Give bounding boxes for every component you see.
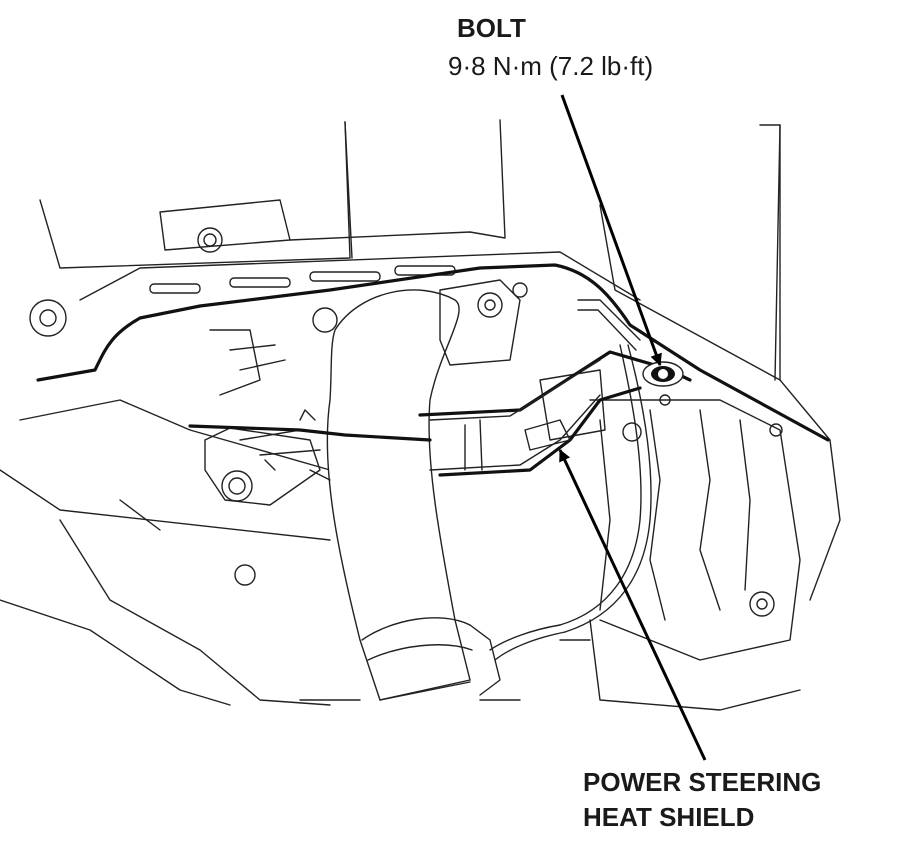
intake-hose bbox=[326, 289, 501, 701]
heat-shield-label-line1: POWER STEERING bbox=[583, 767, 822, 797]
heat-shield-leader-arrow bbox=[558, 449, 707, 761]
bolt-leader-arrow bbox=[560, 94, 662, 366]
manifold-edge bbox=[79, 251, 641, 301]
bolt-icon bbox=[642, 361, 684, 406]
lower-left-housing bbox=[0, 469, 331, 706]
power-steering-line bbox=[489, 299, 652, 661]
left-bracket bbox=[19, 299, 331, 506]
exhaust-flange bbox=[209, 279, 528, 396]
cover-outline bbox=[36, 263, 830, 442]
bolt-label: BOLT bbox=[457, 13, 526, 43]
heat-shield-label-line2: HEAT SHIELD bbox=[583, 802, 755, 832]
engine-cover-panels bbox=[39, 119, 781, 381]
right-housing bbox=[539, 369, 841, 711]
bolt-torque-label: 9·8 N·m (7.2 lb·ft) bbox=[448, 51, 654, 81]
